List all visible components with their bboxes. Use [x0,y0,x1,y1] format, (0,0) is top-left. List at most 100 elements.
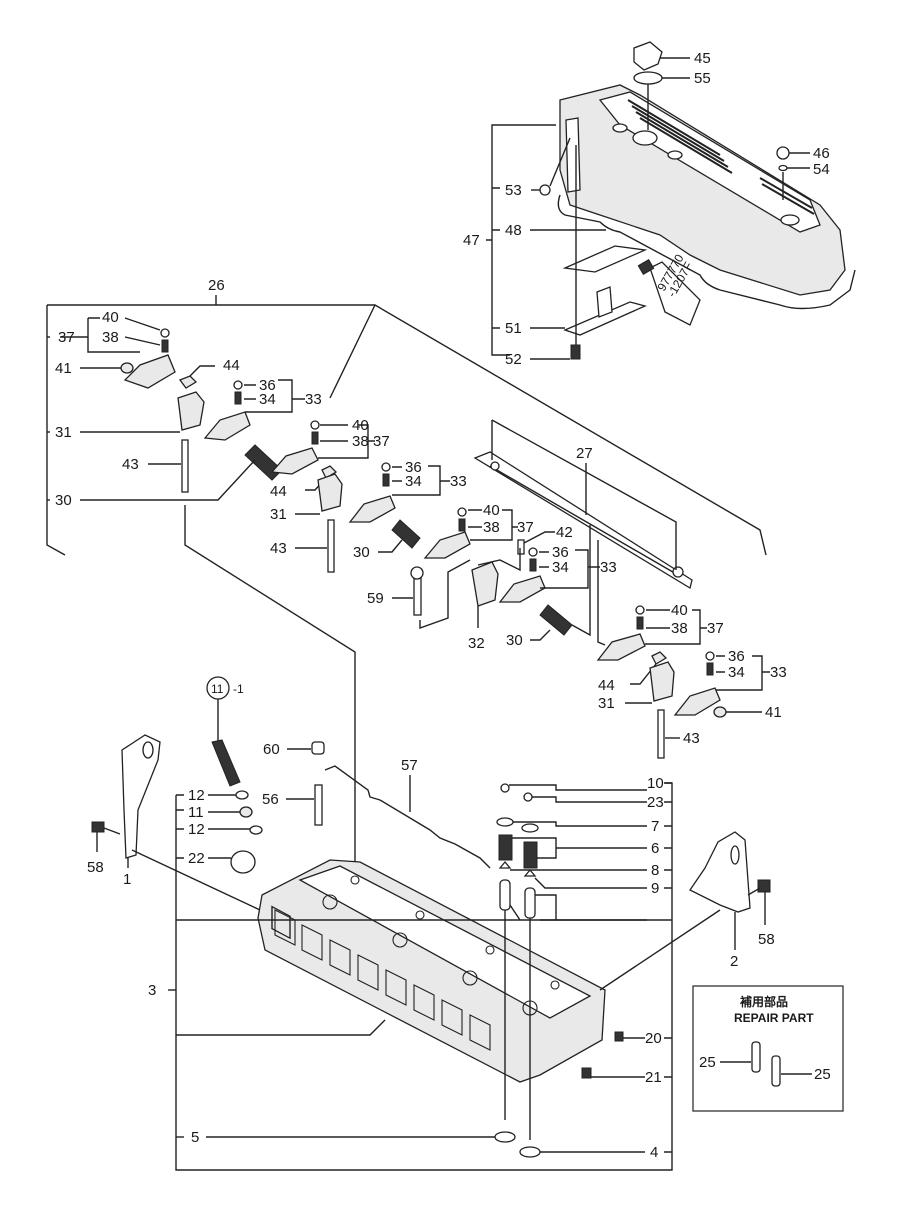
callout-55: 55 [694,70,711,87]
seal-washer-54 [778,164,788,172]
callout-37-b: 37 [373,433,390,450]
rocker-support-31 [649,661,675,702]
callout-11: 11 [188,804,204,821]
valve-guide-25 [771,1055,781,1087]
valve-5 [494,1131,516,1143]
repair-part-title-en: REPAIR PART [734,1011,814,1025]
callout-37-a: 37 [58,329,75,346]
callout-44-c: 44 [598,677,615,694]
valve-guide [499,879,511,911]
rocker-arm [673,687,721,716]
valve-spring-6 [498,834,513,861]
bolt-52 [570,344,581,360]
stud-43 [657,709,665,759]
injector-11 [211,739,241,787]
callout-34-d: 34 [728,664,745,681]
stud-43 [327,519,335,573]
valve-guide-25 [751,1041,761,1073]
rocker-arm [596,633,646,661]
callout-57: 57 [401,757,418,774]
callout-31-b: 31 [270,506,287,523]
callout-38-d: 38 [671,620,688,637]
callout-40-b: 40 [352,417,369,434]
bracket-47 [486,124,556,356]
nut-41 [713,706,727,718]
rocker-arm [423,531,471,559]
cap-nut-46 [776,146,790,160]
callout-54: 54 [813,161,830,178]
washer-12 [249,825,263,835]
gasket-48 [557,194,856,310]
callout-10: 10 [647,775,664,792]
callout-40-d: 40 [671,602,688,619]
callout-32: 32 [468,635,485,652]
rocker-arm [348,495,396,523]
callout-48: 48 [505,222,522,239]
callout-31-a: 31 [55,424,72,441]
cap-60 [311,741,325,755]
callout-36-b: 36 [405,459,422,476]
callout-33-d: 33 [770,664,787,681]
callout-34-c: 34 [552,559,569,576]
rocker-support-31 [177,391,205,431]
callout-38-b: 38 [352,433,369,450]
callout-11-circled: 11 [211,682,224,696]
callout-2: 2 [730,953,738,970]
grommet-53 [539,184,551,196]
callout-4: 4 [650,1144,658,1161]
bolt-59 [413,574,422,616]
bolt-58 [91,821,105,833]
callout-47: 47 [463,232,480,249]
callout-21: 21 [645,1069,662,1086]
callout-30-a: 30 [55,492,72,509]
callout-46: 46 [813,145,830,162]
nut-44 [651,651,668,665]
callout-30-c: 30 [506,632,523,649]
valve-spring-6 [523,841,538,869]
callout-56: 56 [262,791,279,808]
glow-plug-56 [314,784,323,826]
callout-31-c: 31 [598,695,615,712]
callout-27: 27 [576,445,593,462]
callout-37-d: 37 [707,620,724,637]
rocker-arm-assembly: 26 37 40 38 41 44 31 43 30 [46,277,787,759]
lifting-eye-1 [121,734,161,859]
callout-38-a: 38 [102,329,119,346]
callout-12-a: 12 [188,787,205,804]
callout-22: 22 [188,850,205,867]
callout-36-d: 36 [728,648,745,665]
rocker-arm [123,354,176,389]
spring-30 [244,444,283,481]
bolt-58 [757,879,771,893]
callout-5: 5 [191,1129,199,1146]
callout-33-a: 33 [305,391,322,408]
callout-40-a: 40 [102,309,119,326]
callout-8: 8 [651,862,659,879]
callout-1: 1 [123,871,131,888]
callout-58-b: 58 [758,931,775,948]
plug-20 [614,1031,624,1042]
callout-26: 26 [208,277,225,294]
callout-34-b: 34 [405,473,422,490]
callout-25-a: 25 [699,1054,716,1071]
o-ring-55 [633,71,663,85]
repair-part-title-jp: 補用部品 [739,994,788,1009]
rocker-cover [559,84,846,296]
nut-44 [321,465,338,479]
callout-43-c: 43 [683,730,700,747]
sealant-tube: 977770 -1207F [637,252,701,326]
callout-44-b: 44 [270,483,287,500]
callout-11-suffix: -1 [233,682,244,696]
washer-12 [235,790,249,800]
callout-34-a: 34 [259,391,276,408]
callout-36-a: 36 [259,377,276,394]
callout-59: 59 [367,590,384,607]
callout-33-c: 33 [600,559,617,576]
callout-41-a: 41 [55,360,72,377]
breather-tube [565,117,581,193]
rocker-arm [270,447,319,475]
spring-30 [539,604,573,636]
plug-22 [230,850,256,874]
callout-33-b: 33 [450,473,467,490]
